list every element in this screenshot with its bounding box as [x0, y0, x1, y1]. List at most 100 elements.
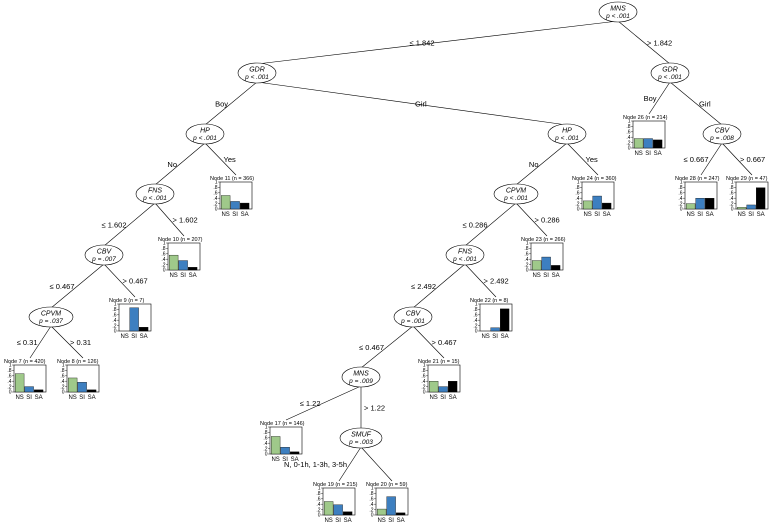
category-label: SA — [35, 395, 43, 401]
y-tick-label: 1 — [163, 241, 166, 247]
edge-label: > 0.286 — [535, 216, 560, 225]
node-p-value: p = .009 — [348, 378, 373, 385]
bar-sa — [240, 202, 250, 210]
y-tick-label: 0 — [9, 390, 12, 396]
y-tick-label: 1 — [62, 363, 65, 369]
y-tick-label: 1 — [731, 180, 734, 186]
edge-label: Boy — [215, 100, 228, 109]
bar-si — [333, 504, 343, 516]
bar-si — [129, 307, 139, 332]
edge-n5-l9 — [103, 263, 136, 298]
edge-label: ≤ 0.31 — [17, 338, 38, 347]
node-p-value: p < .001 — [554, 135, 579, 142]
bar-ns — [532, 260, 542, 271]
leaf-title: Node 8 (n = 126) — [57, 359, 99, 365]
category-label: SI — [131, 334, 137, 340]
y-tick-label: 1 — [628, 119, 631, 125]
y-tick-label: 1 — [577, 180, 580, 186]
y-tick-label: 0 — [680, 207, 683, 213]
edge-n4-l10 — [154, 202, 185, 237]
y-tick-label: .2 — [369, 507, 373, 513]
y-tick-label: .2 — [161, 262, 165, 268]
edge-n27-l28 — [700, 142, 723, 176]
y-tick-label: .6 — [678, 191, 682, 197]
node-p-value: p < .001 — [657, 74, 682, 81]
leaf-title: Node 7 (n = 420) — [4, 359, 46, 365]
node-variable: FNS — [148, 188, 162, 195]
edge-n25-n27 — [669, 81, 723, 126]
category-label: SA — [552, 273, 560, 279]
y-tick-label: .4 — [729, 196, 733, 202]
y-tick-label: .6 — [60, 374, 64, 380]
node-ellipse — [445, 244, 485, 266]
node-p-value: p = .008 — [709, 135, 734, 142]
leaf-title: Node 17 (n = 146) — [260, 421, 305, 427]
node-variable: MNS — [353, 371, 369, 378]
category-label: SI — [335, 518, 341, 524]
bar-si — [178, 260, 188, 271]
y-tick-label: 1 — [423, 363, 426, 369]
node-p-value: p < .001 — [503, 195, 528, 202]
category-label: SA — [344, 518, 352, 524]
bar-sa — [602, 202, 612, 210]
edge-n3-l11 — [204, 142, 237, 176]
edge-label: Yes — [224, 155, 236, 164]
node-ellipse — [598, 1, 638, 23]
y-tick-label: .8 — [626, 124, 630, 130]
bar-ns — [429, 381, 439, 393]
edge-n6-l8 — [50, 325, 84, 359]
y-tick-label: .8 — [678, 185, 682, 191]
node-p-value: p < .001 — [244, 74, 269, 81]
y-tick-label: .4 — [369, 502, 373, 508]
category-label: SI — [180, 273, 186, 279]
bar-sa — [139, 327, 149, 332]
edge-label: No — [529, 160, 539, 169]
edge-n14-l22 — [464, 263, 497, 298]
bar-ns — [271, 436, 281, 455]
edge-label: ≤ 2.492 — [411, 282, 436, 291]
y-tick-label: .2 — [7, 384, 11, 390]
y-tick-label: 0 — [318, 513, 321, 519]
bar-sa — [343, 511, 353, 516]
edge-n18-l19 — [338, 446, 362, 482]
category-label: SA — [140, 334, 148, 340]
node-ellipse — [393, 306, 433, 328]
y-tick-label: 1 — [475, 302, 478, 308]
edge-n2-n12 — [256, 81, 568, 126]
y-tick-label: .4 — [213, 196, 217, 202]
y-tick-label: .2 — [263, 446, 267, 452]
edge-n1-n2 — [256, 20, 619, 65]
bar-ns — [324, 501, 334, 516]
category-label: SI — [388, 518, 394, 524]
node-ellipse — [237, 62, 277, 84]
split-node-n12: HPp < .001 — [547, 123, 587, 145]
category-label: NS — [324, 518, 332, 524]
category-label: SA — [706, 212, 714, 218]
y-tick-label: .4 — [626, 135, 630, 141]
y-tick-label: .6 — [263, 436, 267, 442]
bar-si — [438, 386, 448, 393]
y-tick-label: .4 — [575, 196, 579, 202]
bar-sa — [500, 308, 510, 332]
y-tick-label: .8 — [575, 185, 579, 191]
edge-label: > 0.467 — [123, 277, 148, 286]
y-tick-label: .4 — [316, 502, 320, 508]
node-ellipse — [547, 123, 587, 145]
edge-n13-n14 — [464, 202, 517, 247]
category-label: NS — [532, 273, 540, 279]
y-tick-label: 0 — [731, 207, 734, 213]
y-tick-label: .6 — [7, 374, 11, 380]
edge-n25-l26 — [648, 81, 671, 115]
y-tick-label: .8 — [421, 368, 425, 374]
y-tick-label: .2 — [626, 140, 630, 146]
y-tick-label: 1 — [114, 302, 117, 308]
edge-n12-l24 — [566, 142, 599, 176]
bar-ns — [583, 200, 593, 210]
